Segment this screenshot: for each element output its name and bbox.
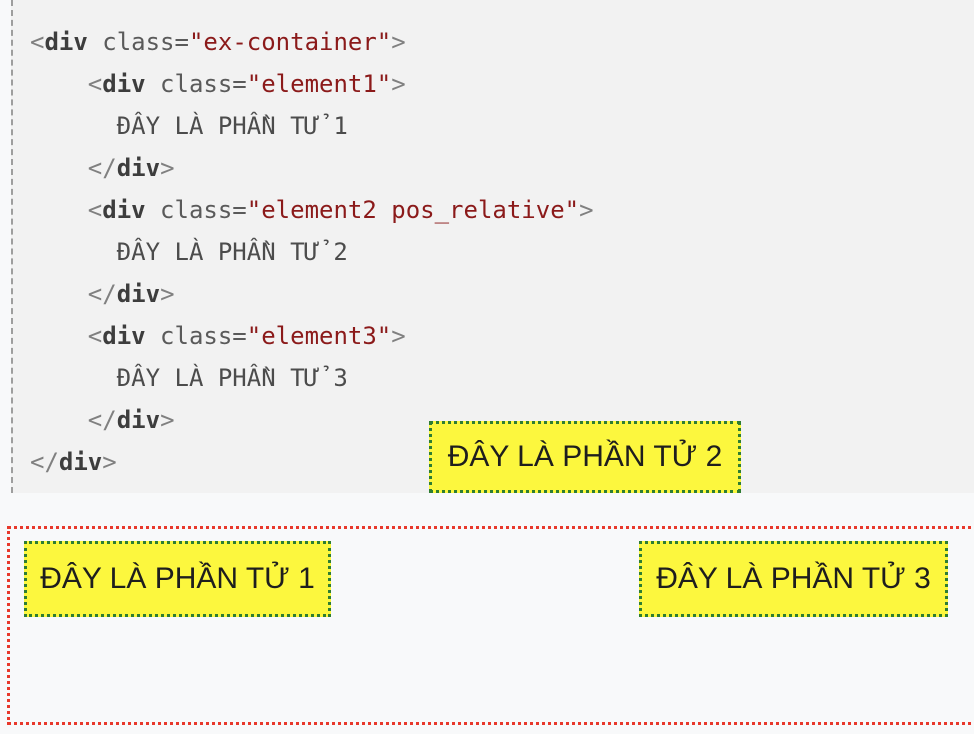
demo-box-element1: ĐÂY LÀ PHẦN TỬ 1 — [24, 541, 331, 617]
code-line: ĐÂY LÀ PHẦN TỬ 1 — [30, 112, 348, 140]
code-line: <div class="element2 pos_relative"> — [30, 196, 594, 224]
code-line: </div> — [30, 406, 175, 434]
demo-box-element1-label: ĐÂY LÀ PHẦN TỬ 1 — [40, 562, 315, 595]
code-lines: <div class="ex-container"> <div class="e… — [13, 0, 974, 483]
demo-box-element3-label: ĐÂY LÀ PHẦN TỬ 3 — [656, 562, 931, 595]
demo-container — [7, 526, 974, 725]
code-line: ĐÂY LÀ PHẦN TỬ 2 — [30, 238, 348, 266]
code-line: </div> — [30, 280, 175, 308]
code-line: ĐÂY LÀ PHẦN TỬ 3 — [30, 364, 348, 392]
code-line: </div> — [30, 154, 175, 182]
demo-box-element2-pos-relative: ĐÂY LÀ PHẦN TỬ 2 — [429, 421, 741, 493]
code-block: <div class="ex-container"> <div class="e… — [11, 0, 974, 493]
code-line: <div class="element1"> — [30, 70, 406, 98]
demo-box-element2-label: ĐÂY LÀ PHẦN TỬ 2 — [447, 440, 723, 473]
demo-box-element3: ĐÂY LÀ PHẦN TỬ 3 — [639, 541, 948, 617]
code-line: <div class="element3"> — [30, 322, 406, 350]
code-line: </div> — [30, 448, 117, 476]
code-line: <div class="ex-container"> — [30, 28, 406, 56]
